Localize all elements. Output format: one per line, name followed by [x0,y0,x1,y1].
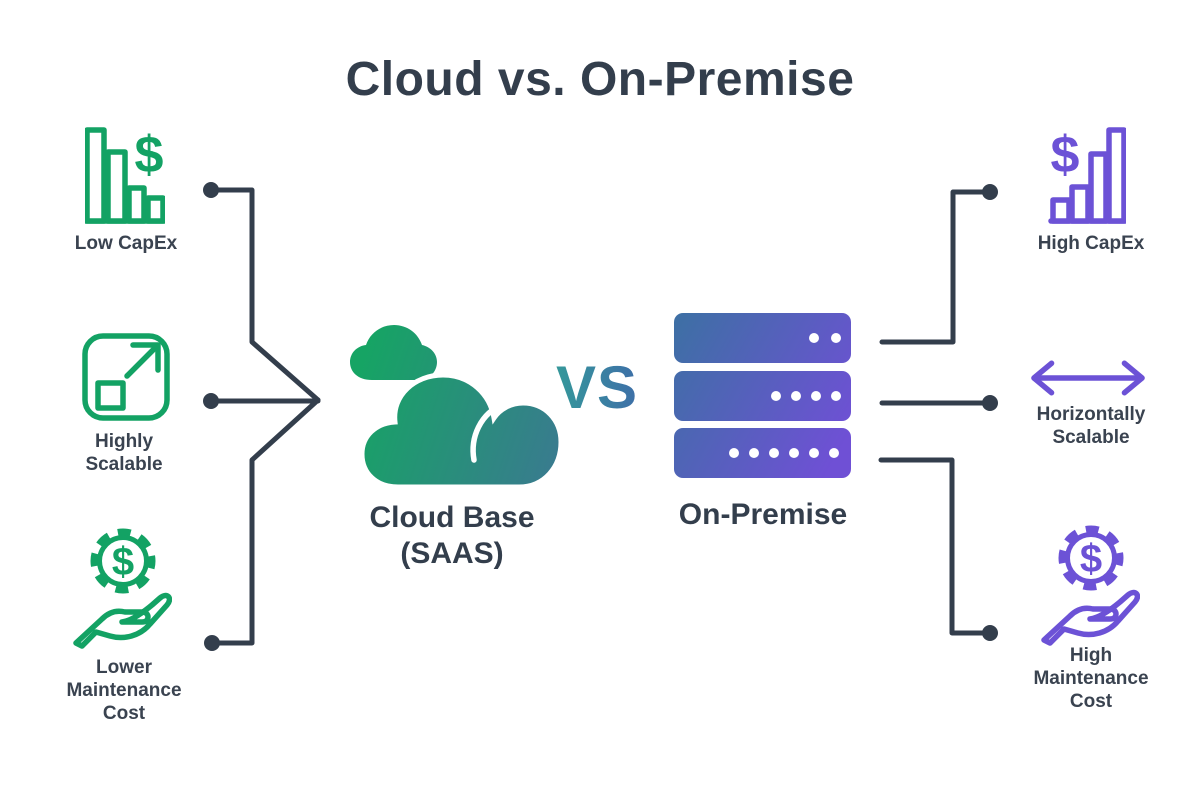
small-cloud-puff [350,325,437,380]
server-bar [674,313,851,363]
expand-scale-icon [82,333,170,421]
hand-shape [1041,589,1141,646]
connector-right-top [879,189,993,345]
feature-high-maintenance: $ [1040,524,1141,653]
connector-dot [203,182,219,198]
vs-label: VS [556,354,639,421]
feature-label-low-capex: Low CapEx [74,233,178,254]
cloud-icon [350,325,564,490]
hand-shape [73,592,173,649]
feature-label-highly-scalable: Highly Scalable [85,431,163,475]
feature-label-lower-maintenance: Lower Maintenance Cost [66,657,182,724]
cloud-node [338,308,570,495]
server-bar [674,371,851,421]
connector-left-bottom [209,397,321,646]
connector-dot [203,393,219,409]
horizontal-double-arrow-icon [1031,360,1145,396]
connector-left-top [208,187,321,403]
dollar-gear-hand-icon: $ [1041,525,1141,646]
cloud-node-label: Cloud Base (SAAS) [369,501,535,570]
dollar-glyph: $ [112,540,134,584]
connector-dot [982,625,998,641]
dollar-glyph: $ [135,126,164,184]
feature-label-high-maintenance: High Maintenance Cost [1033,645,1149,712]
connector-dot [982,395,998,411]
connector-dot [982,184,998,200]
feature-horizontally-scalable [1027,358,1149,403]
big-cloud-body [359,372,564,490]
feature-label-high-capex: High CapEx [1037,233,1145,254]
declining-bars-dollar-icon: $ [83,126,167,224]
server-node [672,310,854,485]
cloud-notch [470,401,507,463]
dollar-glyph: $ [1080,537,1102,581]
feature-lower-maintenance: $ [72,527,173,656]
server-rack-icon [674,313,851,478]
feature-high-capex: $ [1046,126,1128,231]
dollar-glyph: $ [1051,126,1080,184]
server-led-dots [729,333,841,458]
connector-right-bottom [878,457,993,636]
rising-bars-dollar-icon: $ [1048,126,1128,224]
connector-dot [204,635,220,651]
page-title: Cloud vs. On-Premise [345,53,855,106]
feature-label-horizontally-scalable: Horizontally Scalable [1036,404,1146,448]
server-bar [674,428,851,478]
server-node-label: On-Premise [678,498,848,531]
feature-highly-scalable [81,332,171,427]
feature-low-capex: $ [83,126,167,231]
dollar-gear-hand-icon: $ [73,528,173,649]
